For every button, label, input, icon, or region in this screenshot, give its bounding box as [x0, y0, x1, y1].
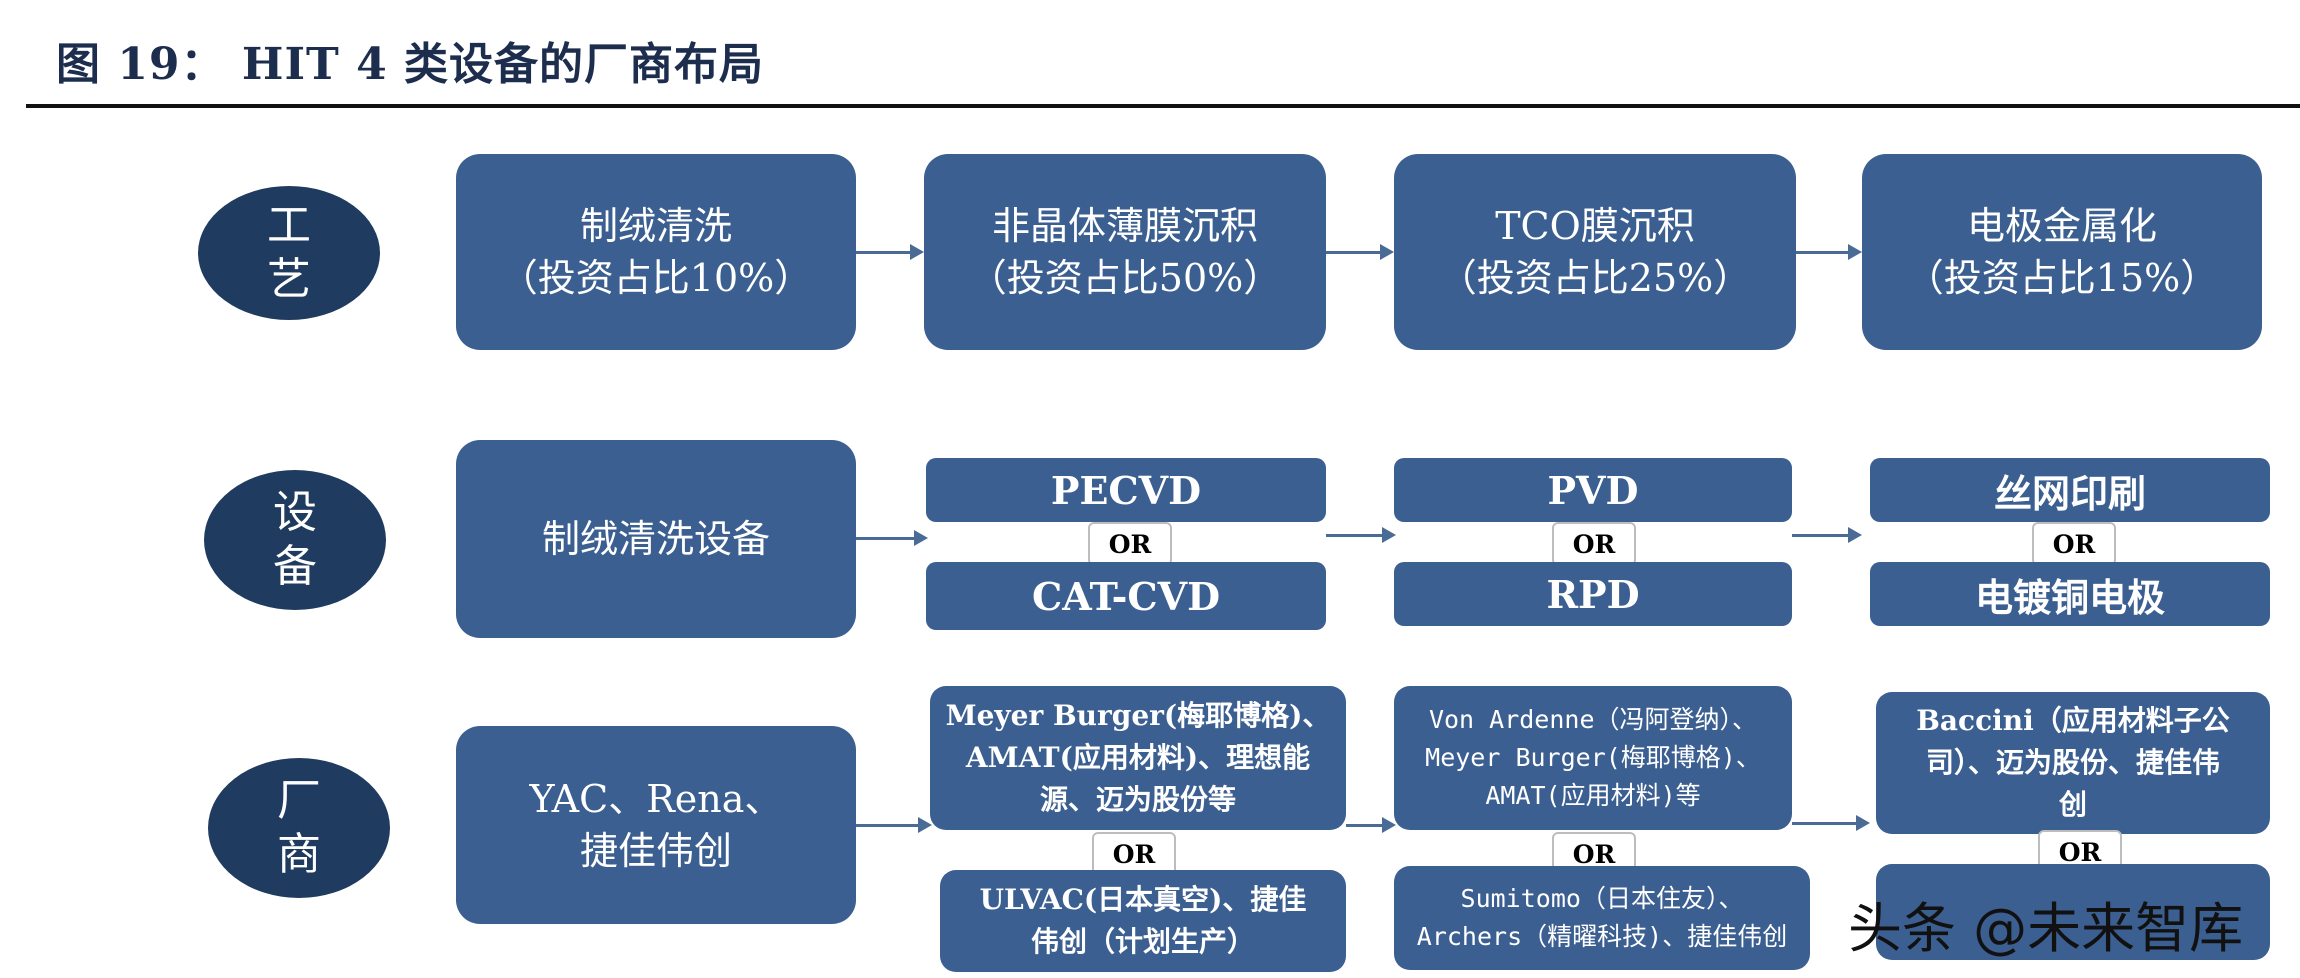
equipment-col4-bottom: 电镀铜电极	[1870, 562, 2270, 626]
row-label-vendor-char2: 商	[277, 829, 321, 880]
process-step-2-share: （投资占比50%）	[968, 256, 1282, 300]
arrow-process-1-2	[856, 244, 924, 260]
process-step-1-share: （投资占比10%）	[499, 256, 813, 300]
vendor-col3-bottom: Sumitomo（日本住友）、 Archers（精曜科技)、捷佳伟创	[1394, 866, 1810, 970]
vendor-col4-top: Baccini（应用材料子公 司）、迈为股份、捷佳伟 创	[1876, 692, 2270, 834]
equipment-col2-bottom: CAT-CVD	[926, 562, 1326, 630]
equipment-col2-or: OR	[1088, 522, 1172, 566]
equipment-col1: 制绒清洗设备	[456, 440, 856, 638]
row-label-vendor-char1: 厂	[277, 775, 321, 826]
vendor-col4-top-line2: 司）、迈为股份、捷佳伟	[1925, 746, 2220, 779]
vendor-col3-top-line3: AMAT(应用材料)等	[1485, 781, 1701, 810]
vendor-col3-top: Von Ardenne（冯阿登纳）、 Meyer Burger(梅耶博格)、 A…	[1394, 686, 1792, 830]
equipment-col4-top: 丝网印刷	[1870, 458, 2270, 522]
vendor-col4-bottom	[1876, 864, 2270, 960]
arrow-process-2-3	[1326, 244, 1394, 260]
process-step-4-name: 电极金属化	[1966, 204, 2157, 248]
vendor-col3-bottom-line1: Sumitomo（日本住友）、	[1460, 884, 1744, 913]
arrow-equipment-2-3	[1326, 527, 1396, 543]
arrow-equipment-1-2	[856, 530, 928, 546]
vendor-col2-top-line3: 源、迈为股份等	[1039, 783, 1236, 816]
vendor-col3-bottom-line2: Archers（精曜科技)、捷佳伟创	[1416, 922, 1788, 951]
vendor-col4-top-line3: 创	[2058, 788, 2087, 821]
process-step-2-name: 非晶体薄膜沉积	[991, 204, 1258, 248]
row-label-equipment-char2: 备	[273, 541, 317, 592]
process-step-4-share: （投资占比15%）	[1905, 256, 2219, 300]
watermark: 头条 @未来智库	[1848, 897, 2244, 960]
vendor-col2-bottom: ULVAC(日本真空)、捷佳 伟创（计划生产）	[940, 870, 1346, 972]
figure-title: 图 19： HIT 4 类设备的厂商布局	[56, 39, 765, 90]
process-step-2: 非晶体薄膜沉积 （投资占比50%）	[924, 154, 1326, 350]
equipment-col4-or: OR	[2032, 522, 2116, 566]
process-step-3: TCO膜沉积 （投资占比25%）	[1394, 154, 1796, 350]
vendor-col2-top-line2: AMAT(应用材料)、理想能	[965, 741, 1311, 774]
vendor-col4-top-line1: Baccini（应用材料子公	[1916, 704, 2230, 737]
row-label-equipment-char1: 设	[273, 487, 317, 538]
arrow-vendor-2-3	[1346, 817, 1396, 833]
vendor-col3-top-line1: Von Ardenne（冯阿登纳）、	[1428, 705, 1758, 734]
vendor-col1-line1: YAC、Rena、	[529, 777, 783, 821]
equipment-col3-bottom: RPD	[1394, 562, 1792, 626]
arrow-vendor-3-4	[1792, 815, 1870, 831]
vendor-col2-bottom-line2: 伟创（计划生产）	[1030, 925, 1255, 958]
row-label-process-char2: 艺	[267, 254, 311, 305]
equipment-col3-or: OR	[1552, 522, 1636, 566]
process-step-1: 制绒清洗 （投资占比10%）	[456, 154, 856, 350]
row-label-equipment: 设 备	[204, 470, 386, 610]
vendor-col2-top-line1: Meyer Burger(梅耶博格)、	[945, 699, 1331, 732]
process-step-3-name: TCO膜沉积	[1495, 204, 1695, 248]
vendor-col1-line2: 捷佳伟创	[579, 829, 732, 873]
equipment-col1-label: 制绒清洗设备	[541, 517, 770, 561]
process-step-3-share: （投资占比25%）	[1438, 256, 1752, 300]
vendor-col2-bottom-line1: ULVAC(日本真空)、捷佳	[979, 883, 1307, 916]
arrow-vendor-1-2	[856, 817, 932, 833]
vendor-col3-top-line2: Meyer Burger(梅耶博格)、	[1425, 743, 1761, 772]
equipment-col2-top: PECVD	[926, 458, 1326, 522]
row-label-process-char1: 工	[267, 200, 311, 251]
vendor-col2-or: OR	[1092, 832, 1176, 876]
vendor-col2-top: Meyer Burger(梅耶博格)、 AMAT(应用材料)、理想能 源、迈为股…	[930, 686, 1346, 830]
process-step-1-name: 制绒清洗	[579, 204, 732, 248]
arrow-equipment-3-4	[1792, 527, 1862, 543]
vendor-col1: YAC、Rena、 捷佳伟创	[456, 726, 856, 924]
title-rule	[26, 104, 2300, 108]
process-step-4: 电极金属化 （投资占比15%）	[1862, 154, 2262, 350]
row-label-vendor: 厂 商	[208, 758, 390, 898]
equipment-col3-top: PVD	[1394, 458, 1792, 522]
arrow-process-3-4	[1796, 244, 1862, 260]
row-label-process: 工 艺	[198, 186, 380, 320]
